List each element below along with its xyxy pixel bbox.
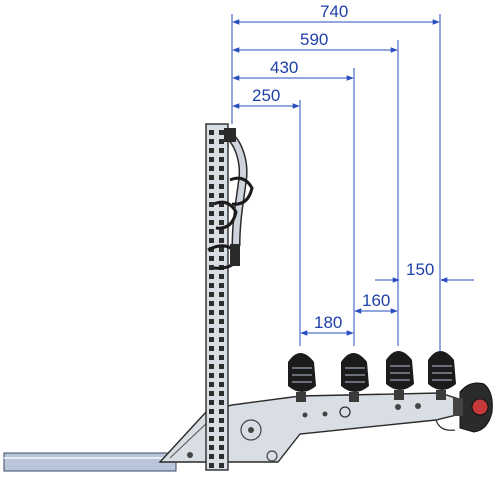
dim-label-180: 180 xyxy=(314,313,342,332)
mast-slot xyxy=(209,193,214,198)
mast-slot xyxy=(209,382,214,387)
mast-slot xyxy=(219,274,224,279)
mast-slot xyxy=(209,265,214,270)
mast-slot xyxy=(209,391,214,396)
vertical-mast xyxy=(205,123,229,471)
mast-slot xyxy=(209,175,214,180)
mast-slot xyxy=(219,283,224,288)
dim-label-590: 590 xyxy=(300,30,328,49)
mast-slot xyxy=(219,454,224,459)
mast-slot xyxy=(219,445,224,450)
mast-slot xyxy=(219,463,224,468)
wheel-holder-2 xyxy=(341,353,369,402)
mast-slot xyxy=(219,373,224,378)
mast-slot xyxy=(219,220,224,225)
dim-label-160: 160 xyxy=(362,291,390,310)
mast-slot xyxy=(219,166,224,171)
mast-slot xyxy=(219,328,224,333)
mast-slot xyxy=(209,364,214,369)
mast-slot xyxy=(209,373,214,378)
mast-slot xyxy=(219,319,224,324)
mast-slot xyxy=(209,337,214,342)
mast-slot xyxy=(209,256,214,261)
frame-holder-arm xyxy=(207,128,254,270)
mast-slot xyxy=(209,427,214,432)
mast-slot xyxy=(219,175,224,180)
mast-slot xyxy=(219,391,224,396)
dim-label-740: 740 xyxy=(320,2,348,21)
mast-slot xyxy=(219,355,224,360)
mast-slot xyxy=(219,157,224,162)
wheel-holder-3 xyxy=(386,351,414,400)
mast-slot xyxy=(209,292,214,297)
mast-slot xyxy=(219,139,224,144)
mast-slot xyxy=(219,256,224,261)
dimension-lines xyxy=(231,14,474,352)
mast-slot xyxy=(219,400,224,405)
mast-slot xyxy=(209,319,214,324)
mast-slot xyxy=(219,409,224,414)
mast-slot xyxy=(209,238,214,243)
mast-slot xyxy=(209,301,214,306)
wheel-holder-4 xyxy=(428,351,456,400)
mast-slot xyxy=(219,247,224,252)
mast-slot xyxy=(209,328,214,333)
mast-slot xyxy=(209,454,214,459)
mast-slot xyxy=(219,193,224,198)
mast-slot xyxy=(209,418,214,423)
mast-slot xyxy=(219,364,224,369)
dim-label-250: 250 xyxy=(252,86,280,105)
mast-slot xyxy=(209,463,214,468)
mast-slot xyxy=(209,220,214,225)
mast-slot xyxy=(209,130,214,135)
mast-slot xyxy=(209,211,214,216)
dim-label-430: 430 xyxy=(270,58,298,77)
mast-slot xyxy=(219,337,224,342)
mast-slot xyxy=(219,310,224,315)
mast-slot xyxy=(209,157,214,162)
mast-slot xyxy=(219,184,224,189)
mast-slot xyxy=(209,436,214,441)
mast-slot xyxy=(209,139,214,144)
mast-slot xyxy=(209,283,214,288)
mast-slot xyxy=(219,427,224,432)
mast-slot xyxy=(209,409,214,414)
tow-bar xyxy=(3,452,177,472)
mast-slot xyxy=(209,202,214,207)
dim-label-150: 150 xyxy=(406,260,434,279)
mast-slot xyxy=(209,166,214,171)
tail-light xyxy=(453,382,493,433)
mast-slot xyxy=(219,436,224,441)
mast-slot xyxy=(219,418,224,423)
mast-slot xyxy=(209,355,214,360)
mast-slot xyxy=(209,148,214,153)
mast-slot xyxy=(219,130,224,135)
mast-slot xyxy=(209,274,214,279)
mast-slot xyxy=(209,346,214,351)
mast-slot xyxy=(209,184,214,189)
mast-slot xyxy=(219,202,224,207)
mast-slot xyxy=(209,445,214,450)
mast-slot xyxy=(219,211,224,216)
mast-slot xyxy=(219,292,224,297)
mast-slot xyxy=(209,400,214,405)
mast-slot xyxy=(209,229,214,234)
mast-slot xyxy=(219,346,224,351)
mast-slot xyxy=(219,301,224,306)
mast-slot xyxy=(219,382,224,387)
wheel-holder-1 xyxy=(288,353,316,402)
mast-slot xyxy=(209,310,214,315)
mast-slot xyxy=(219,229,224,234)
mast-slot xyxy=(219,238,224,243)
mast-slot xyxy=(219,148,224,153)
